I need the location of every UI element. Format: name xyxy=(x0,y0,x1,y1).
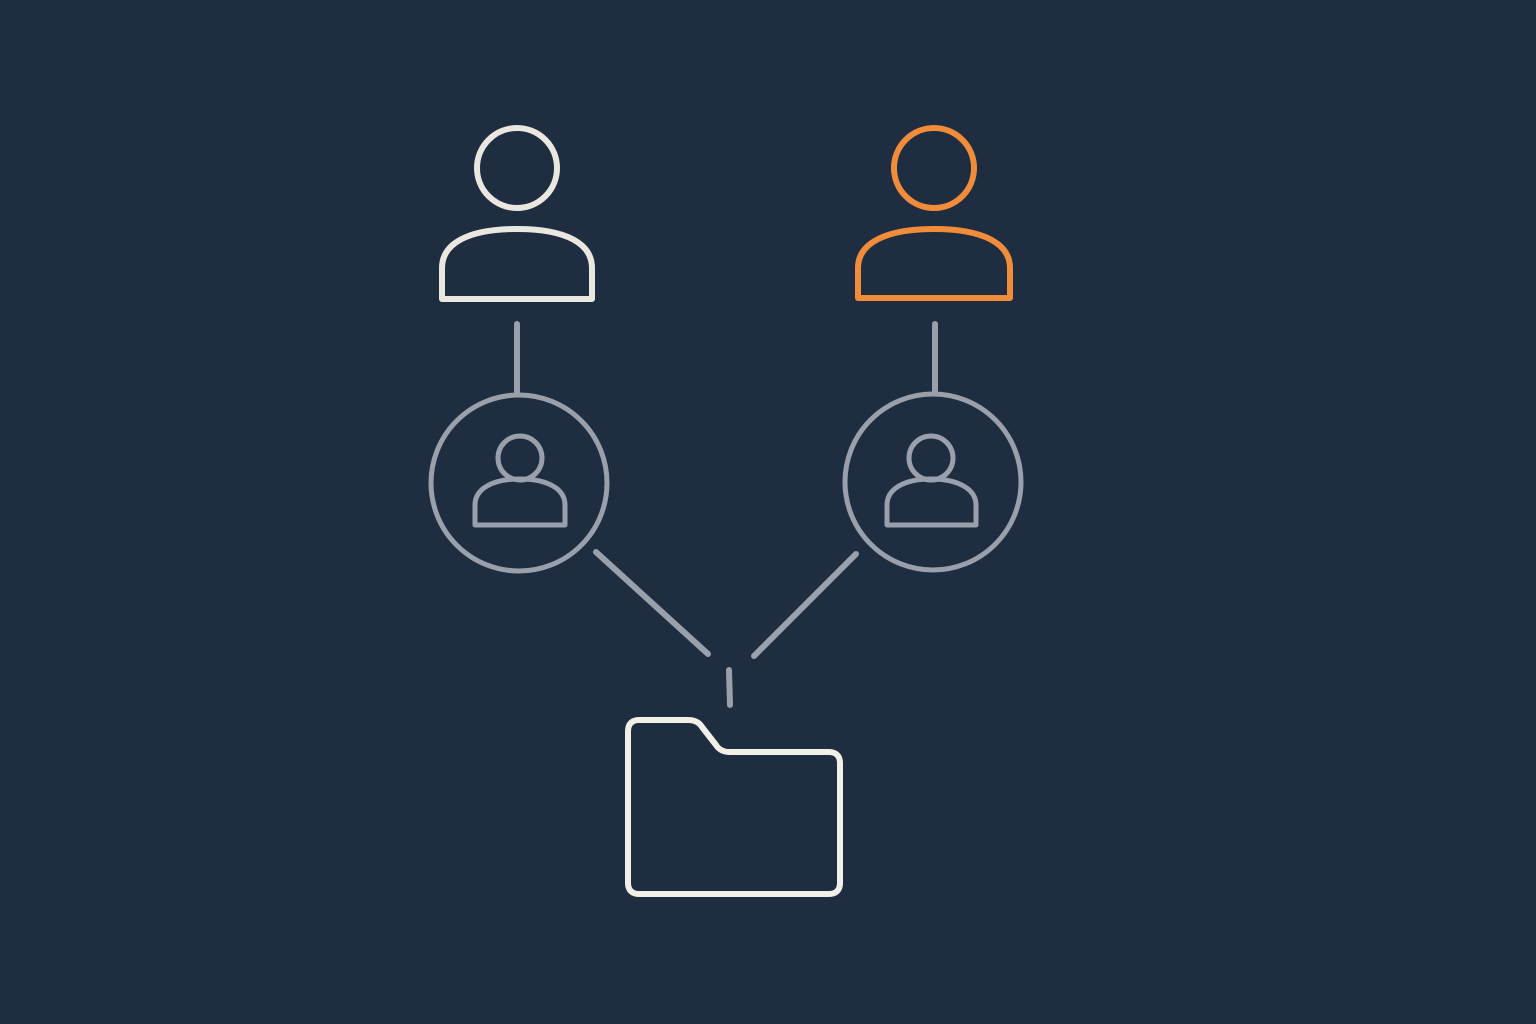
user-icon-body xyxy=(855,226,1013,301)
member-body xyxy=(884,476,979,528)
user-icon xyxy=(439,125,595,302)
user-icon xyxy=(855,125,1013,301)
member-body xyxy=(472,476,568,528)
folder-icon xyxy=(625,717,843,897)
user-circle-icon xyxy=(428,392,610,574)
connector-right-member-to-folder xyxy=(751,551,859,659)
member-ring xyxy=(428,392,610,574)
member-ring xyxy=(842,391,1024,573)
member-head xyxy=(495,433,545,483)
user-icon-head xyxy=(891,125,977,211)
member-head xyxy=(906,433,956,483)
connector-to-folder xyxy=(726,667,733,708)
connector-left-member-to-folder xyxy=(593,549,711,657)
user-icon-body xyxy=(439,226,595,302)
connector-lines xyxy=(514,321,938,708)
user-circle-icon xyxy=(842,391,1024,573)
folder-outline xyxy=(625,717,843,897)
user-icon-head xyxy=(474,125,560,211)
